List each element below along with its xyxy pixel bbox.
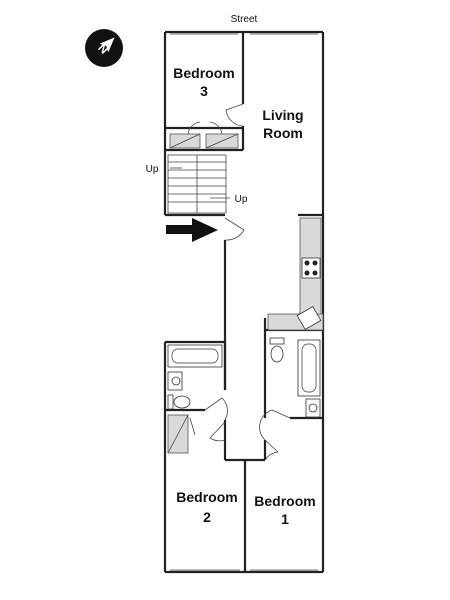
- street-label: Street: [231, 14, 258, 25]
- windows: [170, 33, 318, 571]
- bedroom3-label-line1: Bedroom: [173, 65, 234, 81]
- bedroom2-door[interactable]: [209, 421, 226, 442]
- room-label-bedroom3: Bedroom 3: [173, 65, 234, 99]
- living-label-line1: Living: [262, 107, 303, 123]
- toilet-left-icon: [167, 394, 191, 410]
- stairs-up-label-right: Up: [235, 194, 248, 205]
- bedroom2-closet: [167, 414, 196, 454]
- bedroom2-label-line2: 2: [203, 509, 211, 525]
- stairs: [167, 154, 230, 214]
- toilet-right-icon: [269, 337, 285, 363]
- bathroom-right-door[interactable]: [259, 409, 291, 441]
- bathroom-left-door[interactable]: [204, 397, 228, 421]
- bedroom1-label-line2: 1: [281, 511, 289, 527]
- stove-icon: [301, 257, 321, 279]
- kitchen-sink-icon: [296, 306, 322, 330]
- entrance-door[interactable]: [224, 217, 245, 241]
- bathtub-right: [297, 339, 321, 397]
- compass-icon: N: [85, 29, 123, 67]
- bedroom3-label-line2: 3: [200, 83, 208, 99]
- stairs-up-label-left: Up: [146, 164, 159, 175]
- room-label-living: Living Room: [262, 107, 303, 141]
- bedroom3-door[interactable]: [225, 103, 244, 127]
- bedroom1-label-line1: Bedroom: [254, 493, 315, 509]
- bathtub-left: [167, 344, 223, 368]
- entrance-arrow-icon: [166, 218, 218, 242]
- sink-right-icon: [305, 398, 321, 418]
- bedroom2-label-line1: Bedroom: [176, 489, 237, 505]
- bedroom1-door[interactable]: [264, 439, 279, 461]
- room-label-bedroom2: Bedroom 2: [176, 489, 237, 525]
- closets: [169, 121, 239, 149]
- room-label-bedroom1: Bedroom 1: [254, 493, 315, 527]
- living-label-line2: Room: [263, 125, 303, 141]
- sink-left-icon: [167, 371, 183, 391]
- interior-walls: [165, 32, 323, 572]
